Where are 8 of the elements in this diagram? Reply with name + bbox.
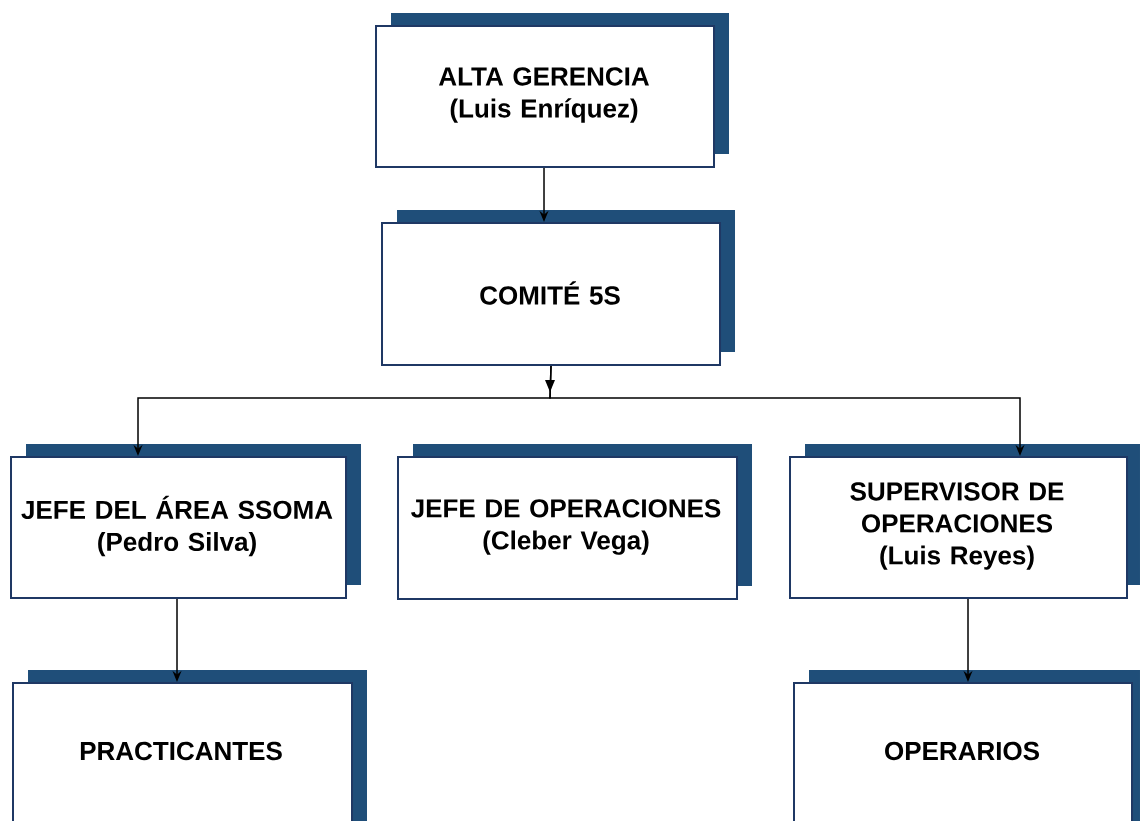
arrowhead <box>545 380 555 392</box>
org-box: OPERARIOS <box>793 670 1140 821</box>
org-box: JEFE DEL ÁREA SSOMA (Pedro Silva) <box>10 444 361 599</box>
org-box: SUPERVISOR DE OPERACIONES (Luis Reyes) <box>789 444 1140 599</box>
org-box: JEFE DE OPERACIONES (Cleber Vega) <box>397 444 752 600</box>
org-box: COMITÉ 5S <box>381 210 735 366</box>
org-box: PRACTICANTES <box>12 670 367 821</box>
org-box: ALTA GERENCIA (Luis Enríquez) <box>375 13 729 168</box>
